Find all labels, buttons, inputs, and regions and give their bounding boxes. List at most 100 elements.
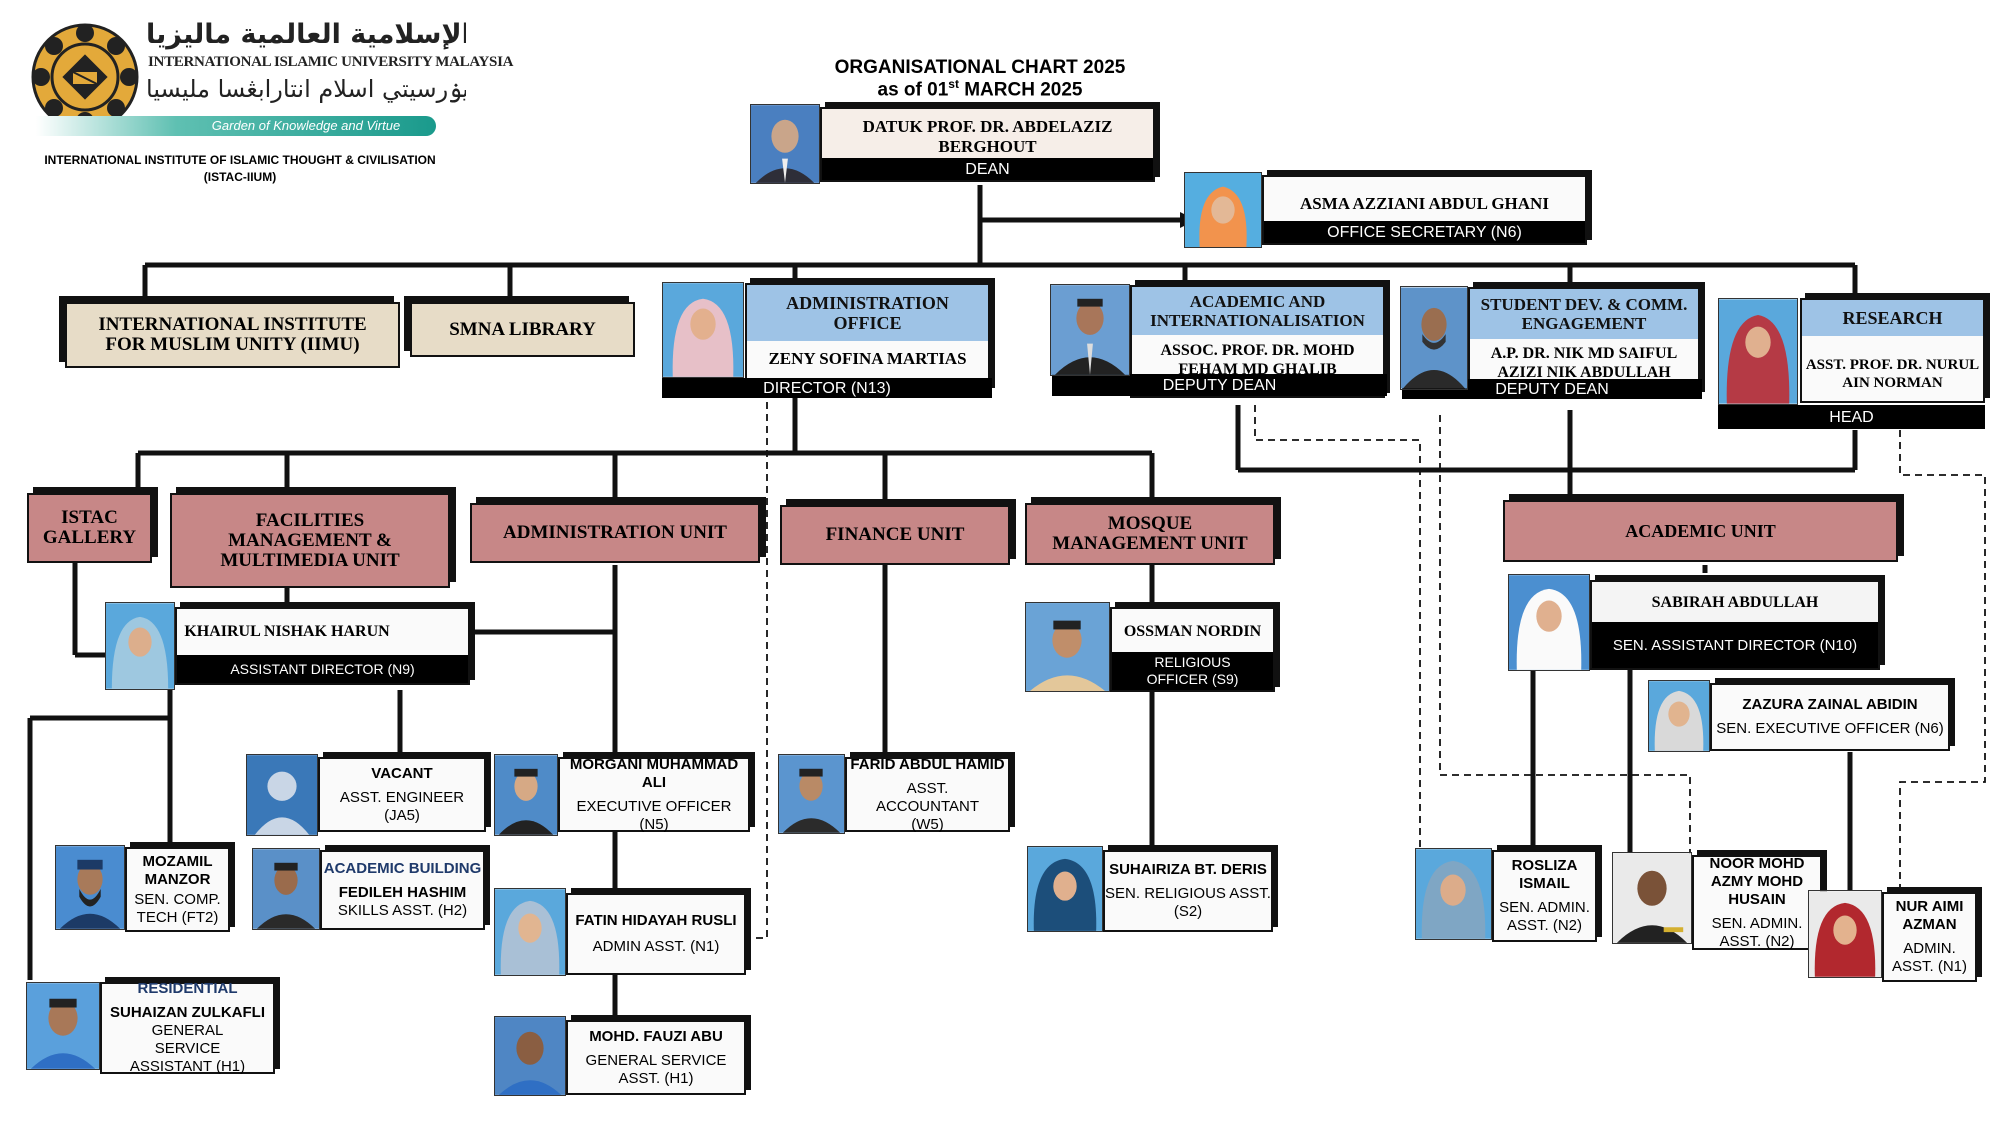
logo-english: INTERNATIONAL ISLAMIC UNIVERSITY MALAYSI… — [148, 54, 514, 70]
sabirah-position: SEN. ASSISTANT DIRECTOR (N10) — [1592, 622, 1878, 668]
farid-position: ASST. ACCOUNTANT (W5) — [875, 779, 980, 833]
student-dev-card: STUDENT DEV. & COMM. ENGAGEMENT A.P. DR.… — [1402, 287, 1702, 399]
mozamil-position: SEN. COMP. TECH (FT2) — [134, 890, 221, 926]
mozamil-card: MOZAMIL MANZOR SEN. COMP. TECH (FT2) — [125, 847, 230, 932]
academic-intl-name: ASSOC. PROF. DR. MOHD FEHAM MD GHALIB — [1160, 342, 1355, 378]
suhaizan-text: RESIDENTIAL SUHAIZAN ZULKAFLI GENERAL SE… — [102, 980, 273, 1075]
fauzi-text: MOHD. FAUZI ABU GENERAL SERVICE ASST. (H… — [568, 1022, 744, 1093]
suhairiza-text: SUHAIRIZA BT. DERIS SEN. RELIGIOUS ASST.… — [1105, 852, 1271, 930]
morgani-position: EXECUTIVE OFFICER (N5) — [576, 797, 732, 833]
fauzi-position: GENERAL SERVICE ASST. (H1) — [585, 1051, 727, 1087]
dean-name: DATUK PROF. DR. ABDELAZIZ BERGHOUT — [862, 117, 1113, 156]
admin-office-card: ADMINISTRATION OFFICE ZENY SOFINA MARTIA… — [745, 283, 990, 393]
zazura-position: SEN. EXECUTIVE OFFICER (N6) — [1716, 720, 1944, 737]
logo-tagline-banner — [36, 116, 436, 136]
secretary-name: ASMA AZZIANI ABDUL GHANI — [1300, 194, 1549, 213]
farid-photo — [778, 754, 845, 834]
zazura-name: ZAZURA ZAINAL ABIDIN — [1742, 696, 1918, 713]
logo-arabic: الجامعة الإسلامية العالمية ماليزيا — [146, 19, 466, 50]
fatin-card: FATIN HIDAYAH RUSLI ADMIN ASST. (N1) — [566, 893, 746, 975]
institute-abbrev: (ISTAC-IIUM) — [203, 170, 277, 184]
dean-card: DATUK PROF. DR. ABDELAZIZ BERGHOUT DEAN — [820, 107, 1155, 182]
nuraimi-photo — [1808, 890, 1882, 978]
zazura-text: ZAZURA ZAINAL ABIDIN SEN. EXECUTIVE OFFI… — [1712, 685, 1948, 749]
research-card: RESEARCH ASST. PROF. DR. NURUL AIN NORMA… — [1800, 298, 1985, 403]
fedileh-location: ACADEMIC BUILDING — [323, 860, 482, 877]
academic-intl-title: ACADEMIC AND INTERNATIONALISATION — [1132, 287, 1383, 335]
chart-date: as of 01st MARCH 2025 — [780, 77, 1180, 101]
suhairiza-photo — [1027, 846, 1103, 932]
istac-gallery-unit: ISTAC GALLERY — [27, 493, 152, 563]
admin-office-title: ADMINISTRATION OFFICE — [747, 285, 988, 341]
academic-intl-card: ACADEMIC AND INTERNATIONALISATION ASSOC.… — [1052, 285, 1387, 398]
khairul-position: ASSISTANT DIRECTOR (N9) — [177, 655, 468, 683]
suhaizan-photo — [26, 982, 100, 1070]
facilities-unit: FACILITIES MANAGEMENT & MULTIMEDIA UNIT — [170, 493, 450, 588]
logo-tagline: Garden of Knowledge and Virtue — [211, 118, 401, 133]
farid-name: FARID ABDUL HAMID — [850, 755, 1005, 773]
finance-unit: FINANCE UNIT — [780, 505, 1010, 565]
fedileh-name: FEDILEH HASHIM — [338, 884, 467, 901]
sabirah-card: SABIRAH ABDULLAH SEN. ASSISTANT DIRECTOR… — [1590, 580, 1880, 670]
fatin-name: FATIN HIDAYAH RUSLI — [575, 912, 737, 929]
dean-photo — [750, 104, 820, 184]
person-placeholder-icon — [247, 755, 317, 835]
khairul-card: KHAIRUL NISHAK HARUN ASSISTANT DIRECTOR … — [175, 607, 470, 685]
noor-text: NOOR MOHD AZMY MOHD HUSAIN SEN. ADMIN. A… — [1694, 855, 1820, 950]
rosliza-text: ROSLIZA ISMAIL SEN. ADMIN. ASST. (N2) — [1494, 852, 1595, 940]
suhaizan-card: RESIDENTIAL SUHAIZAN ZULKAFLI GENERAL SE… — [100, 980, 275, 1075]
suhairiza-name: SUHAIRIZA BT. DERIS — [1109, 861, 1267, 878]
vacant-photo — [246, 754, 318, 836]
research-position: HEAD — [1718, 405, 1985, 429]
noor-card: NOOR MOHD AZMY MOHD HUSAIN SEN. ADMIN. A… — [1692, 855, 1822, 950]
rosliza-card: ROSLIZA ISMAIL SEN. ADMIN. ASST. (N2) — [1492, 850, 1597, 942]
vacant-card: VACANT ASST. ENGINEER (JA5) — [318, 757, 486, 832]
iimu-unit: INTERNATIONAL INSTITUTE FOR MUSLIM UNITY… — [65, 302, 400, 368]
academic-intl-deputy-photo — [1050, 284, 1130, 376]
fauzi-name: MOHD. FAUZI ABU — [589, 1027, 723, 1045]
vacant-position: ASST. ENGINEER (JA5) — [339, 788, 465, 824]
nuraimi-text: NUR AIMI AZMAN ADMIN. ASST. (N1) — [1884, 894, 1975, 980]
vacant-text: VACANT ASST. ENGINEER (JA5) — [320, 759, 484, 830]
chart-date-sup: st — [948, 77, 959, 91]
mozamil-name: MOZAMIL MANZOR — [142, 852, 213, 888]
nuraimi-position: ADMIN. ASST. (N1) — [1891, 940, 1967, 975]
sabirah-photo — [1508, 574, 1590, 671]
institute-name: INTERNATIONAL INSTITUTE OF ISLAMIC THOUG… — [44, 153, 436, 167]
zazura-card: ZAZURA ZAINAL ABIDIN SEN. EXECUTIVE OFFI… — [1710, 683, 1950, 751]
nuraimi-name: NUR AIMI AZMAN — [1895, 898, 1964, 933]
academic-intl-position: DEPUTY DEAN — [1052, 374, 1387, 396]
research-title: RESEARCH — [1802, 300, 1983, 336]
sabirah-name: SABIRAH ABDULLAH — [1651, 594, 1819, 611]
smna-library-unit: SMNA LIBRARY — [410, 302, 635, 357]
mozamil-photo — [55, 845, 125, 930]
rosliza-name: ROSLIZA ISMAIL — [1511, 857, 1578, 892]
ossman-card: OSSMAN NORDIN RELIGIOUS OFFICER (S9) — [1110, 607, 1275, 692]
dean-position: DEAN — [822, 158, 1153, 180]
fatin-text: FATIN HIDAYAH RUSLI ADMIN ASST. (N1) — [568, 895, 744, 973]
suhaizan-position: GENERAL SERVICE ASSISTANT (H1) — [129, 1022, 246, 1075]
suhaizan-location: RESIDENTIAL — [137, 980, 238, 997]
admin-office-director-name: ZENY SOFINA MARTIAS — [768, 349, 967, 368]
fedileh-text: ACADEMIC BUILDING FEDILEH HASHIM SKILLS … — [322, 852, 483, 928]
rosliza-position: SEN. ADMIN. ASST. (N2) — [1499, 899, 1590, 934]
student-dev-deputy-photo — [1400, 286, 1468, 390]
academic-unit: ACADEMIC UNIT — [1503, 500, 1898, 562]
fedileh-position: SKILLS ASST. (H2) — [337, 902, 468, 919]
zazura-photo — [1648, 680, 1710, 752]
ossman-name: OSSMAN NORDIN — [1123, 623, 1262, 640]
morgani-card: MORGANI MUHAMMAD ALI EXECUTIVE OFFICER (… — [558, 756, 750, 833]
fauzi-photo — [494, 1016, 566, 1096]
fedileh-card: ACADEMIC BUILDING FEDILEH HASHIM SKILLS … — [320, 850, 485, 930]
farid-card: FARID ABDUL HAMID ASST. ACCOUNTANT (W5) — [845, 755, 1010, 833]
ossman-photo — [1025, 602, 1110, 692]
noor-position: SEN. ADMIN. ASST. (N2) — [1711, 914, 1803, 950]
ossman-position: RELIGIOUS OFFICER (S9) — [1112, 652, 1273, 690]
suhairiza-position: SEN. RELIGIOUS ASST. (S2) — [1105, 885, 1271, 920]
mozamil-text: MOZAMIL MANZOR SEN. COMP. TECH (FT2) — [127, 849, 228, 930]
rosliza-photo — [1415, 848, 1492, 940]
admin-office-position: DIRECTOR (N13) — [662, 378, 992, 398]
morgani-text: MORGANI MUHAMMAD ALI EXECUTIVE OFFICER (… — [560, 756, 748, 833]
chart-date-suffix: MARCH 2025 — [958, 79, 1083, 101]
